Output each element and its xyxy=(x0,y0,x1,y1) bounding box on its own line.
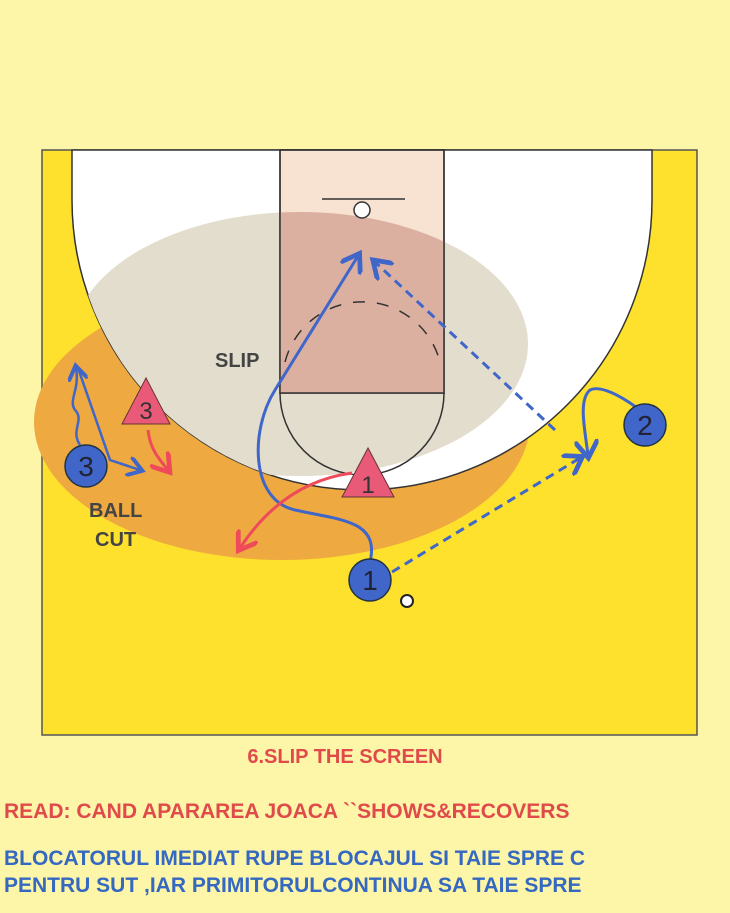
slip-label: SLIP xyxy=(215,350,259,372)
svg-text:2: 2 xyxy=(637,410,653,441)
restricted-arc xyxy=(284,301,441,363)
svg-text:3: 3 xyxy=(78,451,94,482)
svg-text:1: 1 xyxy=(362,565,378,596)
offense-player-3[interactable]: 3 xyxy=(64,444,108,488)
pass-path-2-to-1 xyxy=(375,262,557,432)
ball-icon xyxy=(400,594,414,608)
ball-label: BALL xyxy=(89,500,142,522)
svg-text:3: 3 xyxy=(139,398,152,425)
description-line-1: BLOCATORUL IMEDIAT RUPE BLOCAJUL SI TAIE… xyxy=(4,847,586,870)
defense-player-1[interactable]: 1 xyxy=(341,446,395,499)
svg-text:1: 1 xyxy=(361,472,374,499)
description-line-2: PENTRU SUT ,IAR PRIMITORULCONTINUA SA TA… xyxy=(4,874,582,897)
read-text: READ: CAND APARAREA JOACA ``SHOWS&RECOVE… xyxy=(4,800,570,823)
player-2-path xyxy=(583,387,641,455)
cut-label: CUT xyxy=(95,529,136,551)
diagram-title: 6.SLIP THE SCREEN xyxy=(247,746,443,768)
defender-3-path xyxy=(146,429,168,470)
offense-player-2[interactable]: 2 xyxy=(623,403,667,447)
dribble-path xyxy=(73,368,80,446)
slip-cut-path xyxy=(256,256,373,563)
offense-player-1[interactable]: 1 xyxy=(348,558,392,602)
ball-cut-path xyxy=(76,367,140,470)
defender-1-path xyxy=(240,471,353,548)
defense-player-3[interactable]: 3 xyxy=(121,376,171,425)
hoop xyxy=(353,201,371,219)
pass-path-1-to-2 xyxy=(391,458,580,574)
